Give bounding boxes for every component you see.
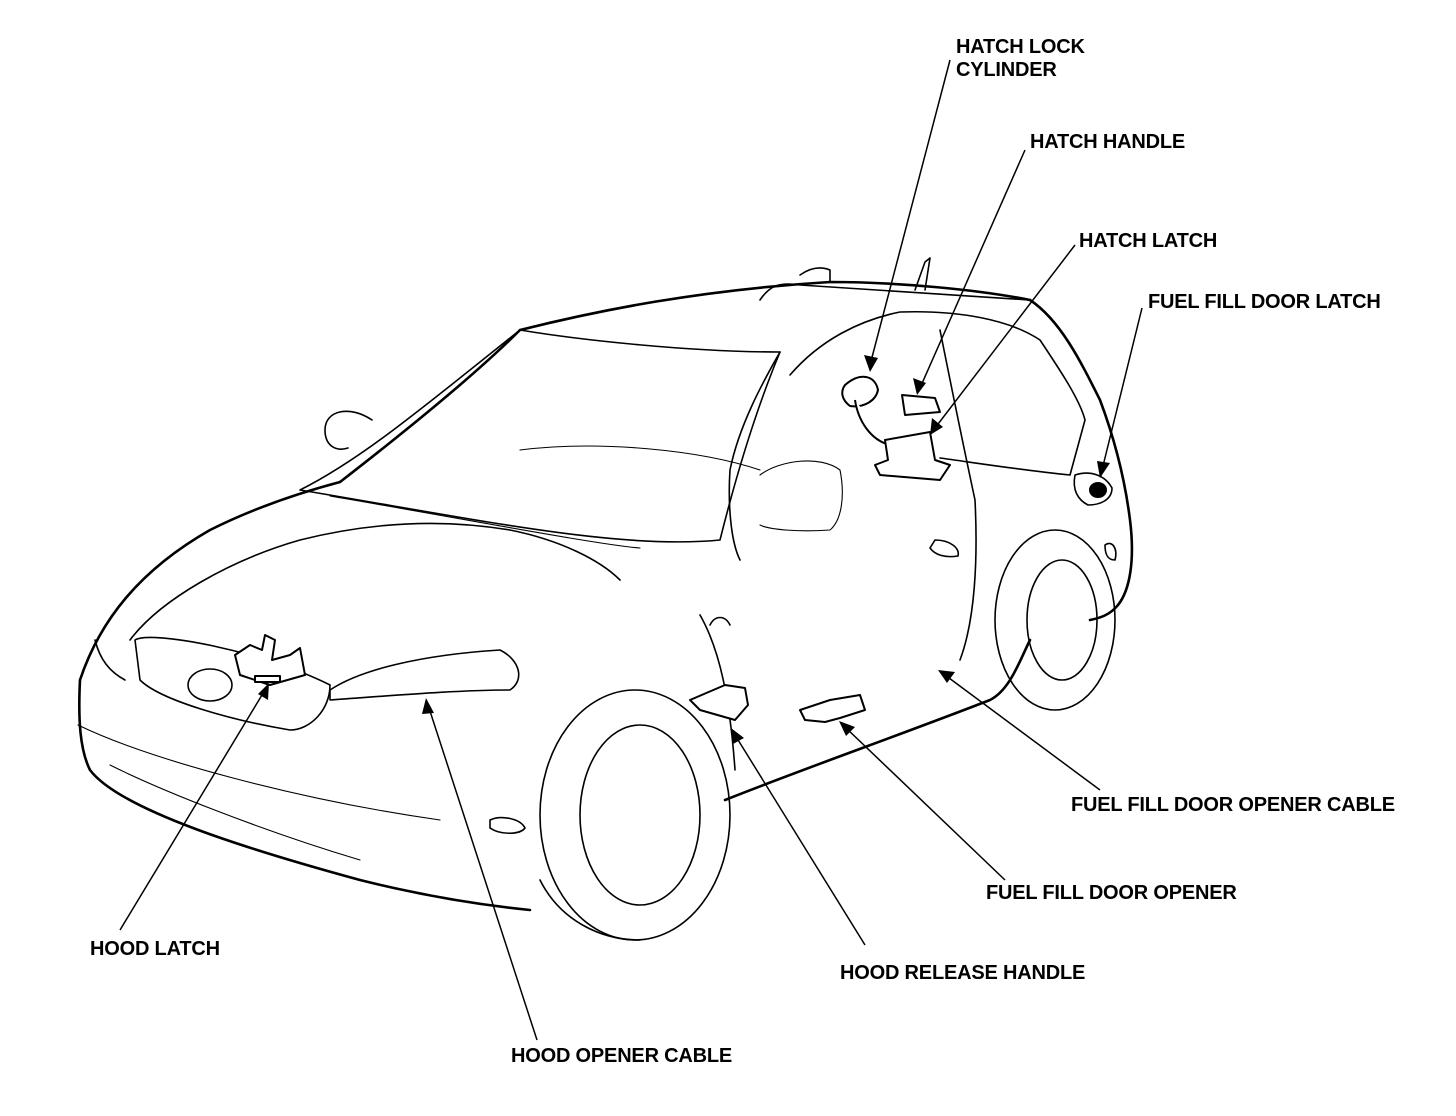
marker-light	[489, 816, 526, 835]
rear-side-window	[789, 310, 1086, 476]
arrow-fuel-fill-door-opener-cable	[938, 670, 955, 683]
arrowheads	[258, 355, 1110, 744]
arrow-hatch-lock-cylinder	[864, 355, 878, 372]
rear-outline	[1028, 298, 1134, 607]
front-lower-outline	[78, 678, 532, 912]
arrow-hatch-handle	[913, 378, 926, 395]
a-pillar	[728, 351, 781, 561]
leader-hood-latch	[119, 689, 266, 931]
hood-release-handle-part	[689, 684, 749, 721]
label-fuel-fill-door-latch: FUEL FILL DOOR LATCH	[1148, 291, 1381, 313]
seat-back	[759, 460, 843, 532]
side-marker	[709, 616, 731, 626]
front-left-outline	[78, 480, 342, 682]
leader-hatch-latch	[934, 244, 1076, 429]
label-hood-opener-cable: HOOD OPENER CABLE	[511, 1045, 733, 1067]
arrow-hatch-latch	[930, 418, 943, 435]
door-front-line	[699, 614, 736, 771]
hatch-latch-part	[874, 431, 951, 481]
hatch-lock-rod	[854, 399, 891, 446]
label-hatch-lock-cylinder-line1: HATCH LOCK	[956, 36, 1085, 58]
leader-hood-release-handle	[734, 734, 866, 946]
leader-hatch-handle	[919, 149, 1026, 389]
antenna	[914, 257, 931, 291]
bumper-line	[109, 764, 361, 861]
fuel-fill-door-latch-part	[1089, 482, 1107, 498]
hood-latch-plate	[254, 675, 281, 683]
arrow-fuel-fill-door-opener	[839, 721, 855, 736]
leader-fuel-fill-door-latch	[1101, 307, 1143, 471]
fuel-door	[1073, 472, 1113, 506]
headlight-left	[94, 639, 126, 681]
arrow-hood-release-handle	[731, 728, 744, 744]
cowl-line	[329, 495, 641, 549]
leader-hatch-lock-cylinder	[869, 59, 951, 366]
rear-marker	[1104, 542, 1117, 561]
arrow-fuel-fill-door-latch	[1097, 461, 1110, 478]
label-hatch-latch: HATCH LATCH	[1079, 230, 1218, 252]
hood-line	[519, 445, 761, 471]
hood-latch-part	[234, 634, 306, 686]
label-fuel-fill-door-opener: FUEL FILL DOOR OPENER	[986, 882, 1237, 904]
roof-outline	[338, 280, 1032, 484]
hood-crease	[129, 522, 621, 641]
car-body	[77, 257, 1134, 941]
mirror	[324, 410, 373, 450]
arrow-hood-opener-cable	[422, 698, 434, 714]
leader-hood-opener-cable	[427, 704, 538, 1041]
front-tire	[539, 689, 731, 941]
label-hatch-lock-cylinder: HATCH LOCK CYLINDER	[956, 36, 1085, 82]
grille	[134, 636, 331, 731]
label-hatch-handle: HATCH HANDLE	[1030, 131, 1185, 153]
front-rim	[579, 724, 701, 906]
emblem	[187, 668, 233, 702]
label-hood-latch: HOOD LATCH	[90, 938, 220, 960]
leader-fuel-fill-door-opener-cable	[944, 674, 1101, 791]
fuel-fill-door-opener-part	[799, 694, 866, 723]
bumper-crease	[77, 724, 441, 821]
rear-rim	[1026, 559, 1098, 681]
rear-lower	[1088, 603, 1120, 622]
leader-lines	[119, 59, 1143, 1041]
label-hood-release-handle: HOOD RELEASE HANDLE	[840, 962, 1086, 984]
side-sill-outline	[723, 638, 1032, 802]
b-pillar	[939, 329, 977, 661]
door-handle	[929, 539, 959, 558]
front-tire-shadow	[539, 879, 641, 941]
roof-rail	[759, 283, 1031, 301]
spoiler	[799, 267, 831, 283]
windshield	[299, 329, 781, 543]
arrow-hood-latch	[258, 683, 269, 700]
rear-tire	[994, 529, 1116, 711]
components	[234, 375, 1107, 723]
headlight-right	[329, 649, 520, 701]
leader-fuel-fill-door-opener	[844, 726, 1006, 881]
hatch-handle-part	[901, 394, 941, 416]
hatch-lock-cylinder-part	[841, 375, 879, 408]
label-hatch-lock-cylinder-line2: CYLINDER	[956, 59, 1057, 81]
label-fuel-fill-door-opener-cable: FUEL FILL DOOR OPENER CABLE	[1071, 794, 1395, 816]
